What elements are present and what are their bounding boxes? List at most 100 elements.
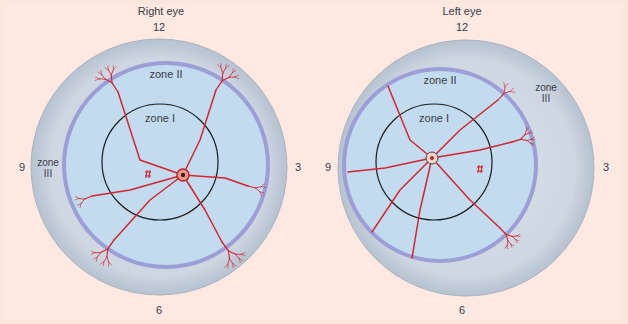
- vessel: [432, 100, 498, 158]
- vessel: [105, 79, 112, 83]
- vessel: [183, 175, 222, 242]
- vessel: [102, 75, 105, 80]
- vessel: [94, 257, 98, 259]
- vessel: [77, 204, 81, 206]
- vessel: [236, 254, 242, 255]
- zone-region: zone IIzone I: [344, 69, 536, 261]
- vessel: [516, 240, 517, 243]
- vessel: [91, 251, 95, 253]
- vessel: [507, 241, 509, 246]
- vessel: [236, 254, 240, 258]
- vessel: [220, 64, 221, 68]
- vessel: [261, 186, 265, 188]
- vessel: [95, 252, 101, 253]
- vessel: [517, 234, 520, 236]
- vessel: [218, 65, 221, 68]
- vessel: [235, 75, 239, 77]
- vessel: [372, 158, 432, 232]
- vessel: [498, 93, 504, 100]
- vessel: [241, 254, 245, 256]
- vessel: [529, 132, 532, 133]
- vessel: [112, 83, 118, 92]
- vessel: [75, 199, 79, 200]
- clock-hour: 3: [566, 161, 628, 173]
- vessel: [107, 66, 109, 70]
- vessel: [108, 70, 111, 75]
- vessel: [81, 199, 85, 204]
- vessel: [230, 259, 233, 264]
- vessel: [75, 196, 79, 198]
- zone-label: zone I: [414, 112, 454, 124]
- vessel: [525, 133, 529, 135]
- vessel: [97, 253, 101, 258]
- vessel: [100, 71, 102, 75]
- vessel: [111, 70, 113, 75]
- optic-disc: [177, 169, 189, 181]
- zone-region: zone I: [376, 104, 492, 220]
- vessel: [531, 137, 534, 139]
- vessel: [504, 83, 505, 87]
- vessel: [222, 73, 224, 81]
- vessel: [216, 81, 222, 90]
- vessel: [183, 90, 216, 175]
- clock-hour: 6: [422, 304, 502, 316]
- macula-mark: [145, 165, 483, 178]
- vessel: [256, 188, 260, 192]
- vessel: [521, 139, 527, 140]
- vessel: [229, 77, 235, 78]
- vessel: [221, 68, 223, 73]
- optic-disc: [181, 173, 185, 177]
- vessel: [228, 259, 230, 264]
- vessels: [75, 64, 535, 269]
- zone-region: zone III zone II zone I: [31, 39, 287, 295]
- vessel: [118, 92, 183, 175]
- zone-label: zone I: [140, 112, 180, 124]
- vessel: [505, 245, 507, 248]
- vessel: [222, 242, 229, 251]
- vessel: [510, 91, 515, 92]
- vessel: [96, 77, 100, 79]
- vessel: [113, 67, 116, 70]
- zone-label: zone II: [146, 68, 186, 80]
- vessel: [106, 249, 108, 257]
- vessel: [229, 73, 232, 78]
- vessel: [432, 158, 500, 228]
- vessel: [504, 87, 505, 93]
- vessel: [79, 198, 85, 200]
- vessel: [223, 68, 226, 73]
- vessel: [521, 135, 525, 140]
- vessel: [512, 237, 515, 240]
- clock-hour: 9: [288, 161, 368, 173]
- eye-outline: [31, 39, 287, 295]
- vessel: [531, 143, 533, 146]
- vessel: [109, 262, 112, 265]
- eye-heading: Right eye: [121, 5, 201, 17]
- optic-disc: [430, 156, 434, 160]
- vessel: [527, 139, 532, 140]
- vessel: [107, 257, 109, 262]
- vessel: [248, 186, 256, 188]
- vessel: [241, 253, 245, 255]
- vessel: [517, 235, 520, 237]
- vessel: [527, 128, 529, 131]
- clock-hour: 12: [422, 21, 502, 33]
- vessel: [527, 141, 531, 144]
- clock-hour: 9: [0, 161, 62, 173]
- vessel: [235, 77, 239, 79]
- eye-outline: [338, 40, 594, 296]
- vessel: [432, 142, 512, 158]
- vessel: [229, 251, 236, 254]
- vessel: [108, 240, 114, 249]
- optic-disc: [426, 152, 438, 164]
- panel: [6, 4, 622, 320]
- vessel: [108, 262, 109, 266]
- clock-hour: 12: [119, 21, 199, 33]
- clock-hour: 6: [119, 304, 199, 316]
- vessel: [101, 262, 104, 264]
- zone-label: zone III: [34, 157, 62, 179]
- ridge: [344, 69, 536, 261]
- vessel: [511, 244, 512, 247]
- vessel: [225, 264, 228, 267]
- vessel: [91, 253, 95, 255]
